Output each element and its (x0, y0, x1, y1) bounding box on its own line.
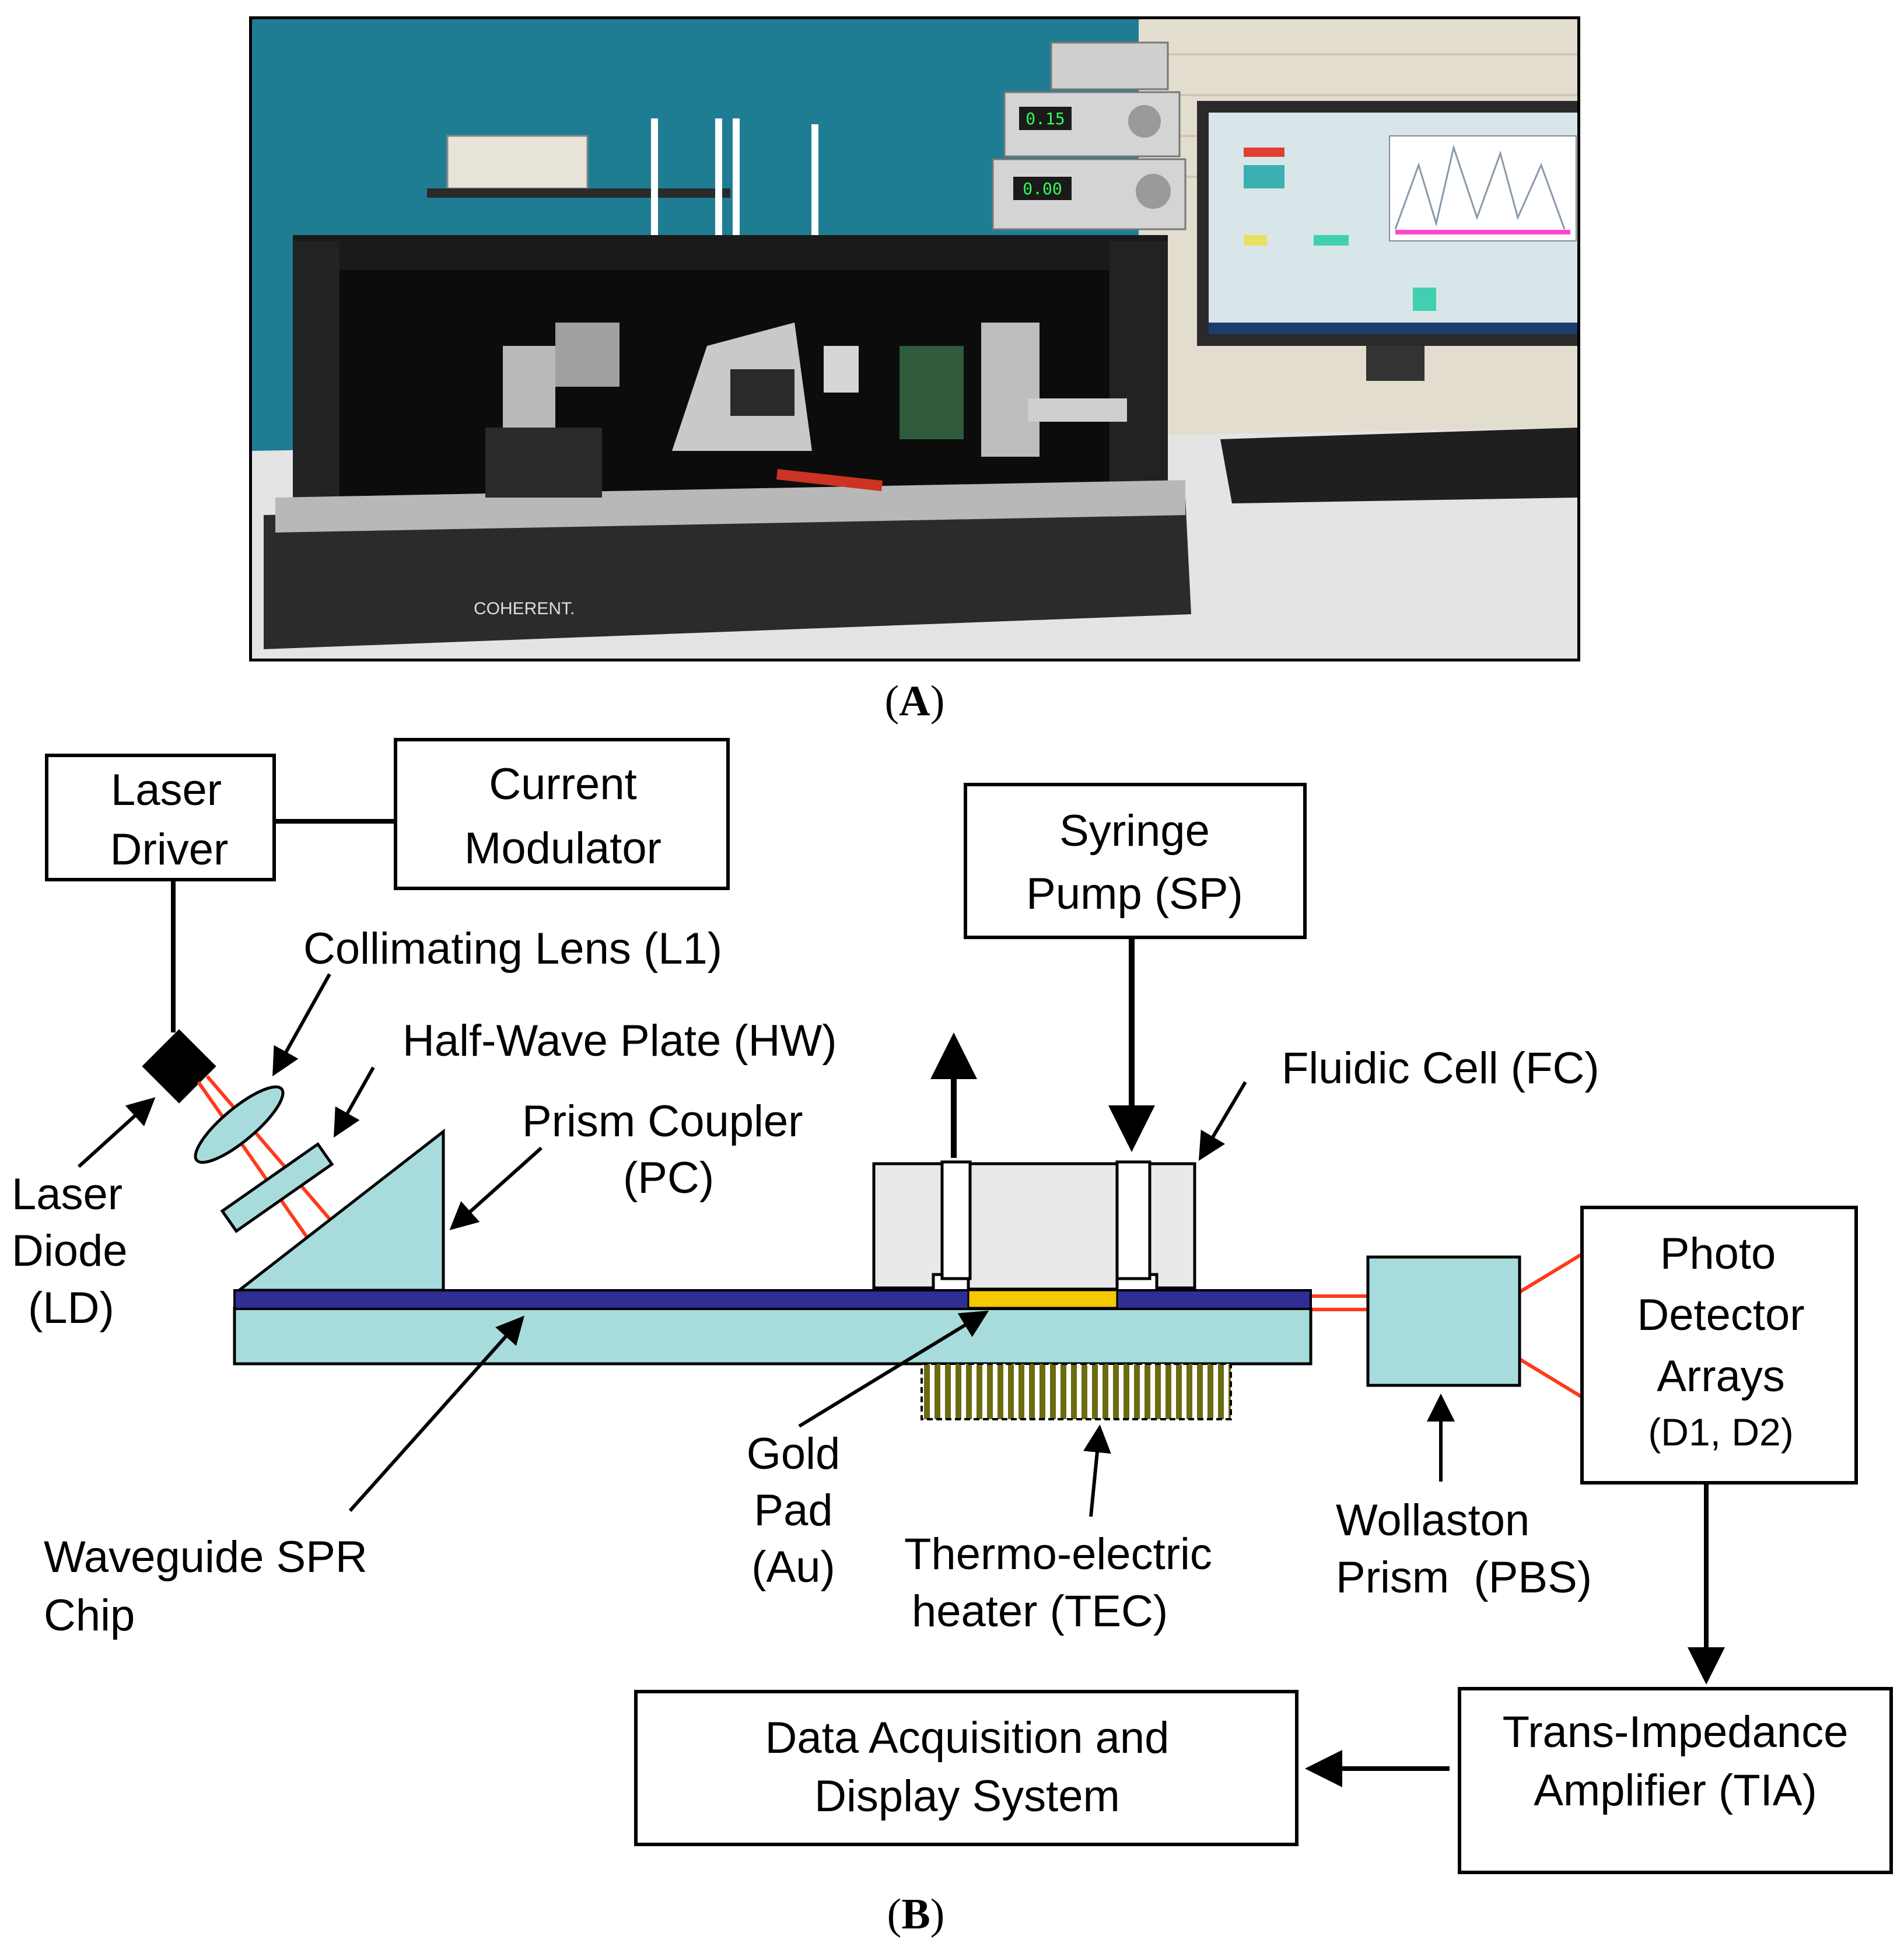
fluidic-cell (872, 1160, 1196, 1291)
laser-diode-label-line2: Diode (12, 1226, 128, 1276)
tia-label-line2: Amplifier (TIA) (1534, 1766, 1817, 1815)
half-wave-plate (220, 1142, 334, 1234)
optics-components (485, 323, 1127, 498)
tec-pointer (1083, 1424, 1111, 1517)
current-modulator-label-line1: Current (489, 759, 636, 809)
collimating-lens-pointer (272, 973, 331, 1077)
laser-diode-label-line1: Laser (12, 1170, 123, 1219)
photo-detector-label-line3: Arrays (1657, 1352, 1785, 1401)
half-wave-plate-pointer (334, 1066, 375, 1138)
fluidic-inlet-port (1115, 1160, 1152, 1280)
panel-a-letter: A (899, 677, 930, 725)
prism-coupler-label-line2: (PC) (623, 1153, 714, 1203)
display-panel-right (1013, 177, 1072, 200)
laser-driver-box (45, 754, 276, 881)
half-wave-plate-label: Half-Wave Plate (HW) (402, 1016, 837, 1066)
photo-detector-box (1580, 1206, 1858, 1485)
waveguide-chip-label-line2: Chip (44, 1591, 135, 1640)
keyboard (1220, 428, 1577, 503)
current-modulator-label-line2: Modulator (464, 824, 662, 873)
photo-detector-label-line2: Detector (1637, 1290, 1804, 1340)
wollaston-label-line1: Wollaston (1336, 1496, 1530, 1545)
display-right-readout: 0.00 (1023, 179, 1062, 198)
prism-coupler (235, 1128, 445, 1292)
wollaston-label-line2: Prism (PBS) (1336, 1553, 1592, 1602)
setup-photo-drawing: 0.15 0.00 (252, 19, 1577, 659)
tia-box (1458, 1687, 1893, 1874)
laser-diode-label-line3: (LD) (28, 1283, 114, 1333)
data-acquisition-label-line2: Display System (814, 1772, 1120, 1821)
instrument-stack: 0.15 0.00 (992, 41, 1186, 230)
laser-driver-label-line2: Driver (110, 825, 229, 874)
prism-coupler-pointer (449, 1146, 543, 1231)
panel-b-caption: (B) (887, 1891, 945, 1938)
photo-detector-label-line4: (D1, D2) (1648, 1410, 1793, 1454)
gold-pad-label-line3: (Au) (751, 1542, 835, 1592)
gold-pad-label-line1: Gold (747, 1429, 841, 1479)
wollaston-prism (1366, 1255, 1521, 1387)
laser-diode-pointer (77, 1097, 156, 1168)
data-acquisition-label-line1: Data Acquisition and (765, 1713, 1170, 1763)
thermo-electric-heater (921, 1363, 1232, 1420)
laser-driver-label-line1: Laser (111, 765, 222, 815)
waveguide-core-layer (233, 1289, 1312, 1310)
setup-photo: 0.15 0.00 (249, 16, 1580, 661)
collimating-lens-label: Collimating Lens (L1) (303, 924, 722, 974)
fluidic-cell-label: Fluidic Cell (FC) (1282, 1044, 1600, 1093)
fluidic-cell-pointer (1198, 1081, 1247, 1161)
collimating-lens (194, 1085, 285, 1164)
leader-arrows (77, 973, 1455, 1517)
prism-coupler-label-line1: Prism Coupler (522, 1097, 803, 1146)
syringes (651, 118, 818, 235)
gold-pad (967, 1289, 1118, 1309)
panel-a-caption: (A) (884, 677, 945, 725)
photo-detector-label-line1: Photo (1660, 1229, 1776, 1279)
display-panel-left (1019, 107, 1072, 130)
tec-label-line1: Thermo-electric (904, 1529, 1212, 1579)
panel-b-letter: B (901, 1891, 930, 1938)
data-acquisition-box (634, 1690, 1298, 1846)
tia-label-line1: Trans-Impedance (1503, 1707, 1849, 1757)
fluidic-outlet-port (940, 1160, 972, 1280)
laser-diode (142, 1029, 216, 1104)
gold-pad-label-line2: Pad (754, 1486, 832, 1535)
syringe-pump-label-line1: Syringe (1059, 806, 1210, 856)
tec-label-line2: heater (TEC) (912, 1587, 1168, 1636)
gold-pad-pointer (798, 1310, 989, 1428)
display-left-readout: 0.15 (1026, 109, 1065, 128)
current-modulator-box (394, 738, 730, 890)
syringe-pump-box (964, 783, 1307, 939)
waveguide-chip-pointer (348, 1315, 524, 1512)
waveguide-chip-label-line1: Waveguide SPR (44, 1532, 368, 1582)
syringe-pump-label-line2: Pump (SP) (1026, 869, 1243, 919)
waveguide-substrate (233, 1307, 1312, 1366)
coherent-brand-plate: COHERENT. (474, 599, 575, 618)
computer-monitor (1197, 101, 1577, 381)
